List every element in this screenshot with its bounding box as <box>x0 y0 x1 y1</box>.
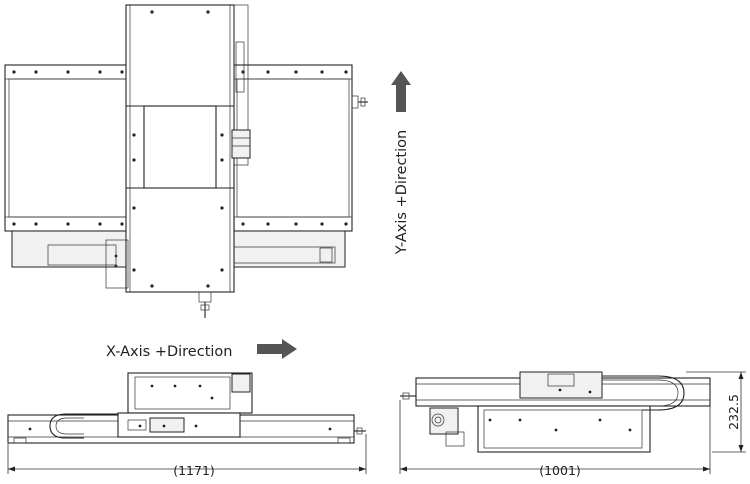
x-axis-indicator: X-Axis +Direction <box>106 339 297 360</box>
y-axis-direction-label: Y-Axis +Direction <box>394 130 410 255</box>
front-width-dimension: (1171) <box>7 434 367 478</box>
top-right-plate <box>221 64 368 268</box>
y-direction-arrow <box>391 71 411 112</box>
front-width-label: (1171) <box>173 463 215 478</box>
x-axis-direction-label: X-Axis +Direction <box>106 344 232 360</box>
side-height-label: 232.5 <box>726 394 741 430</box>
top-view-bolts <box>12 10 348 288</box>
side-width-dimension: (1001) <box>399 400 711 478</box>
top-view <box>4 4 368 318</box>
top-left-plate <box>4 64 130 268</box>
y-axis-indicator: Y-Axis +Direction <box>391 71 411 255</box>
x-direction-arrow <box>257 339 297 359</box>
side-view <box>400 371 711 453</box>
side-height-dimension: 232.5 <box>686 371 746 453</box>
top-y-carriage <box>105 4 251 318</box>
side-width-label: (1001) <box>539 463 581 478</box>
front-view <box>7 372 366 444</box>
